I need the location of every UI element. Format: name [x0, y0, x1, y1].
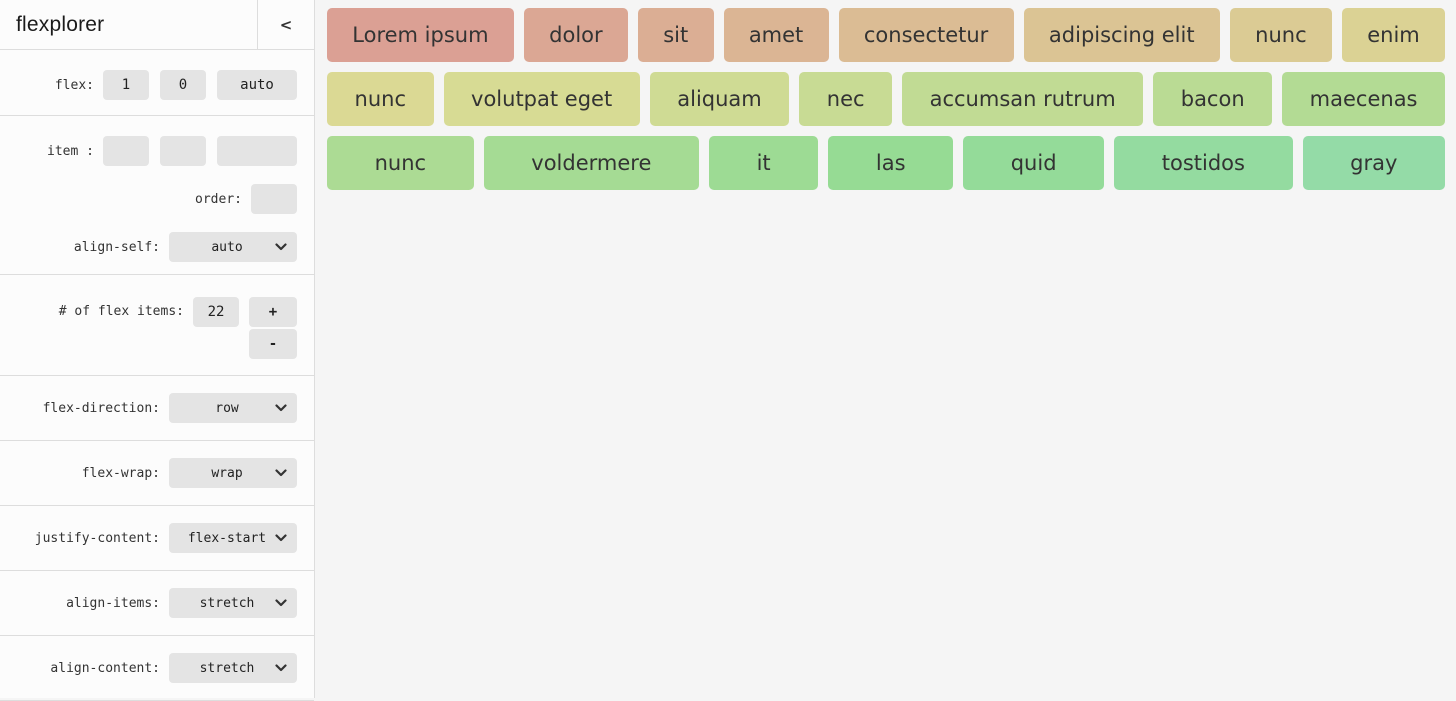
flex-item: consectetur	[839, 8, 1014, 62]
section-flex-direction: flex-direction: row	[0, 376, 314, 441]
section-align-items: align-items: stretch	[0, 571, 314, 636]
section-item-count: # of flex items: + -	[0, 275, 314, 376]
flex-item: Lorem ipsum	[327, 8, 514, 62]
align-items-value: stretch	[169, 596, 275, 611]
flex-item: accumsan rutrum	[902, 72, 1143, 126]
chevron-down-icon	[275, 243, 297, 251]
chevron-down-icon	[275, 599, 297, 607]
flex-item: nec	[799, 72, 892, 126]
chevron-down-icon	[275, 404, 297, 412]
chevron-left-icon: <	[280, 16, 293, 34]
flex-item: adipiscing elit	[1024, 8, 1220, 62]
chevron-down-icon	[275, 469, 297, 477]
align-self-value: auto	[169, 240, 275, 255]
flex-label: flex:	[55, 78, 94, 93]
flex-item: nunc	[327, 136, 474, 190]
flex-item: it	[709, 136, 818, 190]
flex-item: aliquam	[650, 72, 790, 126]
flex-item: amet	[724, 8, 829, 62]
item-count-label: # of flex items:	[59, 297, 184, 327]
flex-direction-value: row	[169, 401, 275, 416]
align-self-select[interactable]: auto	[169, 232, 297, 262]
remove-item-button[interactable]: -	[249, 329, 297, 359]
flex-direction-label: flex-direction:	[43, 401, 160, 416]
justify-content-select[interactable]: flex-start	[169, 523, 297, 553]
sidebar-collapse-button[interactable]: <	[257, 0, 314, 49]
flex-item: quid	[963, 136, 1104, 190]
section-justify-content: justify-content: flex-start	[0, 506, 314, 571]
sidebar: flexplorer < flex: item : order: align-s…	[0, 0, 315, 698]
flex-item: tostidos	[1114, 136, 1292, 190]
section-align-content: align-content: stretch	[0, 636, 314, 701]
section-item: item : order: align-self: auto	[0, 116, 314, 275]
align-content-label: align-content:	[50, 661, 160, 676]
item-flex-shrink-input[interactable]	[160, 136, 206, 166]
flex-item: voldermere	[484, 136, 699, 190]
flex-item: dolor	[524, 8, 628, 62]
align-items-select[interactable]: stretch	[169, 588, 297, 618]
flex-wrap-value: wrap	[169, 466, 275, 481]
flex-direction-select[interactable]: row	[169, 393, 297, 423]
flex-item: nunc	[327, 72, 434, 126]
justify-content-label: justify-content:	[35, 531, 160, 546]
flex-item: bacon	[1153, 72, 1272, 126]
flex-item: volutpat eget	[444, 72, 640, 126]
flex-shrink-input[interactable]	[160, 70, 206, 100]
section-flex-wrap: flex-wrap: wrap	[0, 441, 314, 506]
flex-grow-input[interactable]	[103, 70, 149, 100]
item-count-input[interactable]	[193, 297, 239, 327]
align-items-label: align-items:	[66, 596, 160, 611]
flex-item: enim	[1342, 8, 1445, 62]
flex-item: gray	[1303, 136, 1445, 190]
order-input[interactable]	[251, 184, 297, 214]
flex-wrap-select[interactable]: wrap	[169, 458, 297, 488]
flex-item: las	[828, 136, 953, 190]
flex-basis-input[interactable]	[217, 70, 297, 100]
section-flex: flex:	[0, 50, 314, 116]
chevron-down-icon	[275, 664, 297, 672]
sidebar-header: flexplorer <	[0, 0, 314, 50]
app-title: flexplorer	[0, 0, 257, 49]
align-content-value: stretch	[169, 661, 275, 676]
item-flex-grow-input[interactable]	[103, 136, 149, 166]
order-label: order:	[195, 192, 242, 207]
item-flex-basis-input[interactable]	[217, 136, 297, 166]
align-self-label: align-self:	[74, 240, 160, 255]
align-content-select[interactable]: stretch	[169, 653, 297, 683]
add-item-button[interactable]: +	[249, 297, 297, 327]
chevron-down-icon	[275, 534, 297, 542]
item-label: item :	[47, 144, 94, 159]
justify-content-value: flex-start	[169, 531, 275, 546]
flex-item: maecenas	[1282, 72, 1445, 126]
flex-item: nunc	[1230, 8, 1332, 62]
flex-wrap-label: flex-wrap:	[82, 466, 160, 481]
flex-item: sit	[638, 8, 714, 62]
